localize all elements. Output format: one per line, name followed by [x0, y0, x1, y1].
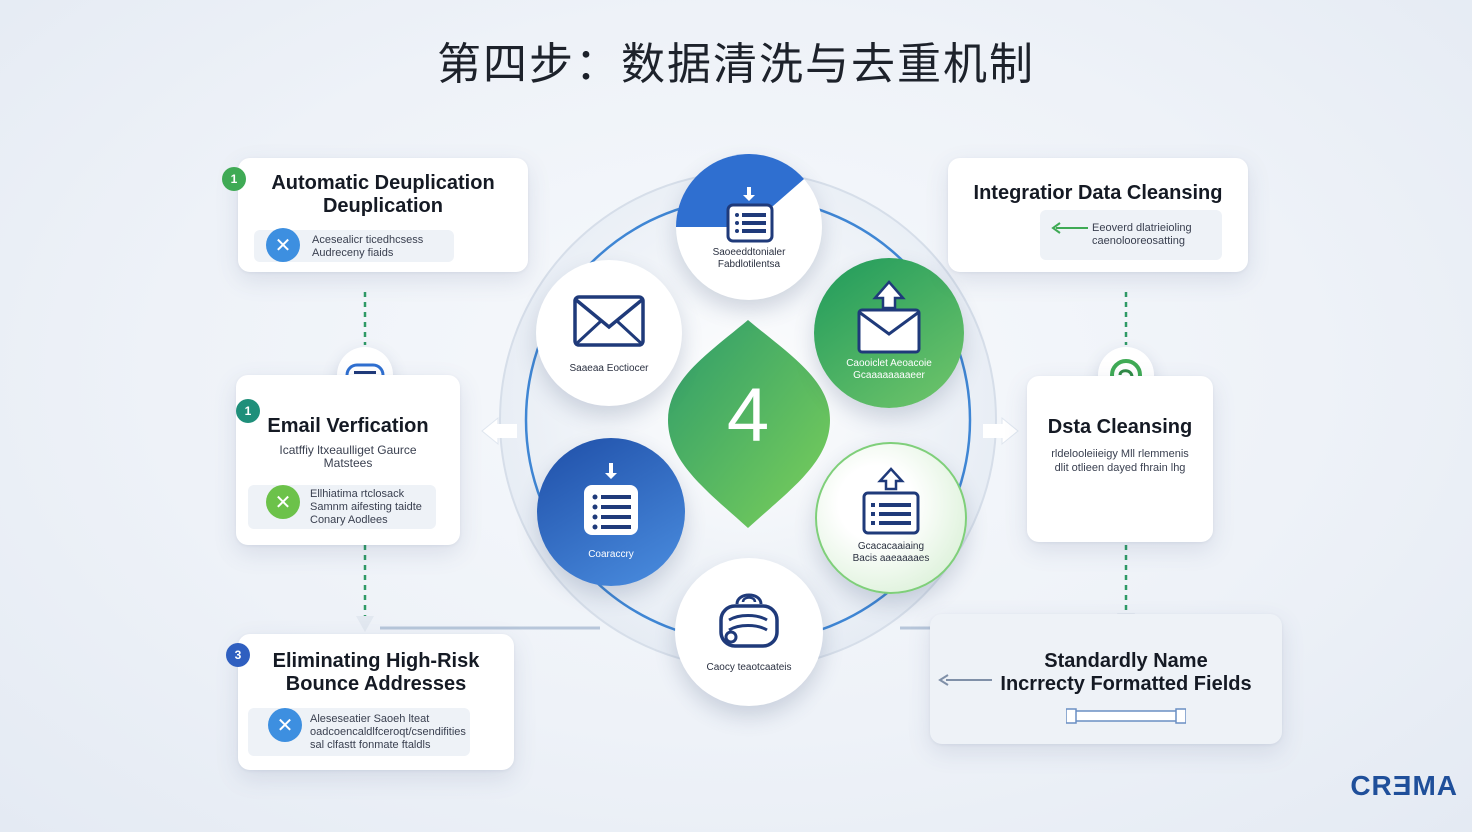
node-left[interactable]: Saaeaa Eoctiocer	[536, 260, 682, 406]
x-icon: ✕	[266, 228, 300, 262]
right-card3-title-line1: Standardly Name	[1044, 650, 1208, 672]
card1-sub-line2: Audreceny fiaids	[312, 247, 394, 259]
arrow-left-icon	[1051, 222, 1088, 234]
card3-sub-line1: Aleseseatier Saoeh lteat	[310, 713, 430, 725]
form-upload-icon	[862, 467, 920, 535]
inbox-upload-icon	[857, 280, 921, 354]
node-bottom-right[interactable]: Gcacacaaiaing Bacis aaeaaaaes	[815, 442, 967, 594]
left-side-arrow	[481, 416, 499, 446]
slider-bar-icon	[1066, 708, 1186, 724]
list-icon	[726, 187, 774, 243]
node-right-label-2: Gcaaaaaaaaeer	[853, 370, 925, 381]
card2-sub-line1: Ellhiatima rtclosack	[310, 488, 405, 500]
step-badge-1: 1	[222, 167, 246, 191]
card-email-verification: Email Verfication Icatffiy ltxeaulliget …	[236, 375, 460, 545]
card-integration-data-cleansing: Integratior Data Cleansing Eeoverd dlatr…	[948, 158, 1248, 272]
node-bottom-right-label-1: Gcacacaaiaing	[857, 541, 925, 552]
page-title: 第四步：数据清洗与去重机制	[437, 39, 1035, 90]
node-bottom[interactable]: Caocy teaotcaateis	[675, 558, 823, 706]
card3-title-line1: Eliminating High-Risk	[272, 650, 480, 672]
right-card2-desc-line2: dlit otlieen dayed fhrain lhg	[1054, 462, 1186, 474]
envelope-icon	[573, 295, 645, 347]
database-hand-icon	[719, 593, 779, 648]
x-icon-blue: ✕	[268, 708, 302, 742]
card2-sub-line2: Samnm aifesting taidte	[310, 501, 422, 513]
left-arrow-icon	[938, 674, 992, 686]
card1-sub-line1: Acesealicr ticedhcsess	[312, 234, 424, 246]
node-bottom-left-label: Coaraccry	[588, 549, 634, 560]
right-card1-sub-line2: caenolooreosatting	[1092, 235, 1185, 247]
right-card1-sub-line1: Eeoverd dlatrieioling	[1092, 222, 1192, 234]
card1-title-line1: Automatic Deuplication	[271, 172, 495, 194]
card3-sub-line3: sal clfastt fonmate ftaldls	[310, 739, 431, 751]
card3-title-line2: Bounce Addresses	[285, 673, 467, 695]
right-card1-title: Integratior Data Cleansing	[973, 182, 1223, 204]
left-arrow-down	[356, 616, 374, 632]
right-card2-title: Dsta Cleansing	[1047, 416, 1193, 438]
card-eliminating-high-risk: Eliminating High-Risk Bounce Addresses A…	[238, 634, 514, 770]
node-bottom-left[interactable]: Coaraccry	[537, 438, 685, 586]
node-right-label-1: Caooiclet Aeoacoie	[846, 358, 932, 369]
center-leaf-shape	[668, 320, 830, 528]
center-number: 4	[726, 373, 770, 458]
node-right[interactable]: Caooiclet Aeoacoie Gcaaaaaaaaeer	[814, 258, 964, 408]
brand-logo: CRƎMA	[1350, 770, 1458, 801]
card2-desc-line1: Icatffiy ltxeaulliget Gaurce	[279, 443, 417, 457]
node-left-label: Saaeaa Eoctiocer	[569, 363, 649, 374]
node-top-label-2: Fabdlotilentsa	[717, 259, 781, 270]
x-icon-green: ✕	[266, 485, 300, 519]
step-badge-2: 1	[236, 399, 260, 423]
node-top[interactable]: Saoeeddtonialer Fabdlotilentsa	[676, 154, 822, 300]
card3-sub-line2: oadcoencaldlfceroqt/csendifities	[310, 726, 466, 738]
card2-desc-line2: Matstees	[323, 456, 373, 470]
checklist-icon	[584, 463, 638, 535]
node-bottom-right-label-2: Bacis aaeaaaaes	[852, 553, 930, 564]
card-data-cleansing: Dsta Cleansing rldelooleiieigy Mll rlemm…	[1027, 376, 1213, 542]
node-top-bg	[676, 154, 804, 227]
card2-title: Email Verfication	[267, 415, 429, 437]
card1-title-line2: Deuplication	[322, 195, 443, 217]
right-card3-title-line2: Incrrecty Formatted Fields	[1000, 673, 1252, 695]
right-side-arrow	[1001, 416, 1019, 446]
card2-sub-line3: Conary Aodlees	[310, 514, 388, 526]
node-top-label-1: Saoeeddtonialer	[712, 247, 786, 258]
right-card2-desc-line1: rldelooleiieigy Mll rlemmenis	[1051, 448, 1189, 460]
node-bottom-label: Caocy teaotcaateis	[706, 662, 792, 673]
step-badge-3: 3	[226, 643, 250, 667]
